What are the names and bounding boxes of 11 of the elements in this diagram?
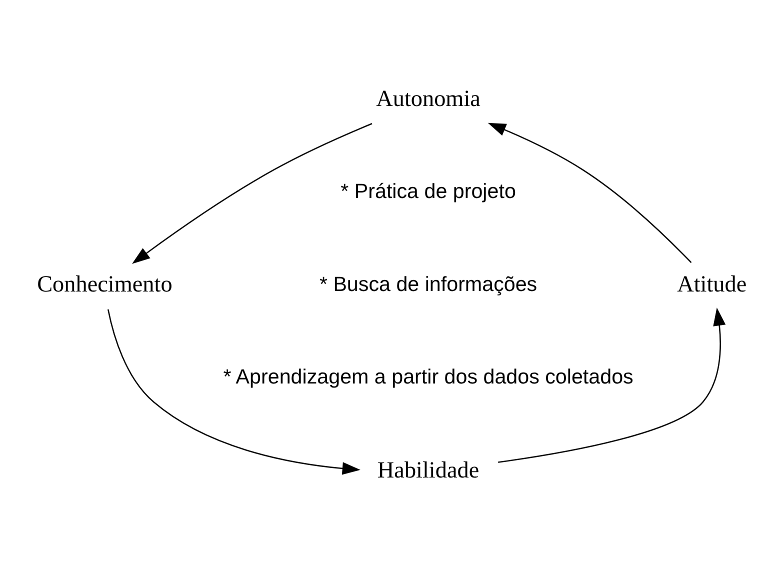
- label: * Aprendizagem a partir dos dados coletados: [223, 365, 634, 388]
- label: * Prática de projeto: [340, 180, 516, 203]
- arrow: [132, 122, 372, 264]
- arrow: [498, 307, 726, 462]
- node-text: Autonomia: [376, 86, 480, 112]
- arrow: [488, 122, 692, 263]
- node-text: Conhecimento: [37, 271, 172, 298]
- node-text: Atitude: [677, 271, 747, 298]
- arrow: [107, 308, 360, 474]
- node-text: Habilidade: [377, 456, 480, 483]
- label: * Busca de informações: [319, 272, 538, 296]
